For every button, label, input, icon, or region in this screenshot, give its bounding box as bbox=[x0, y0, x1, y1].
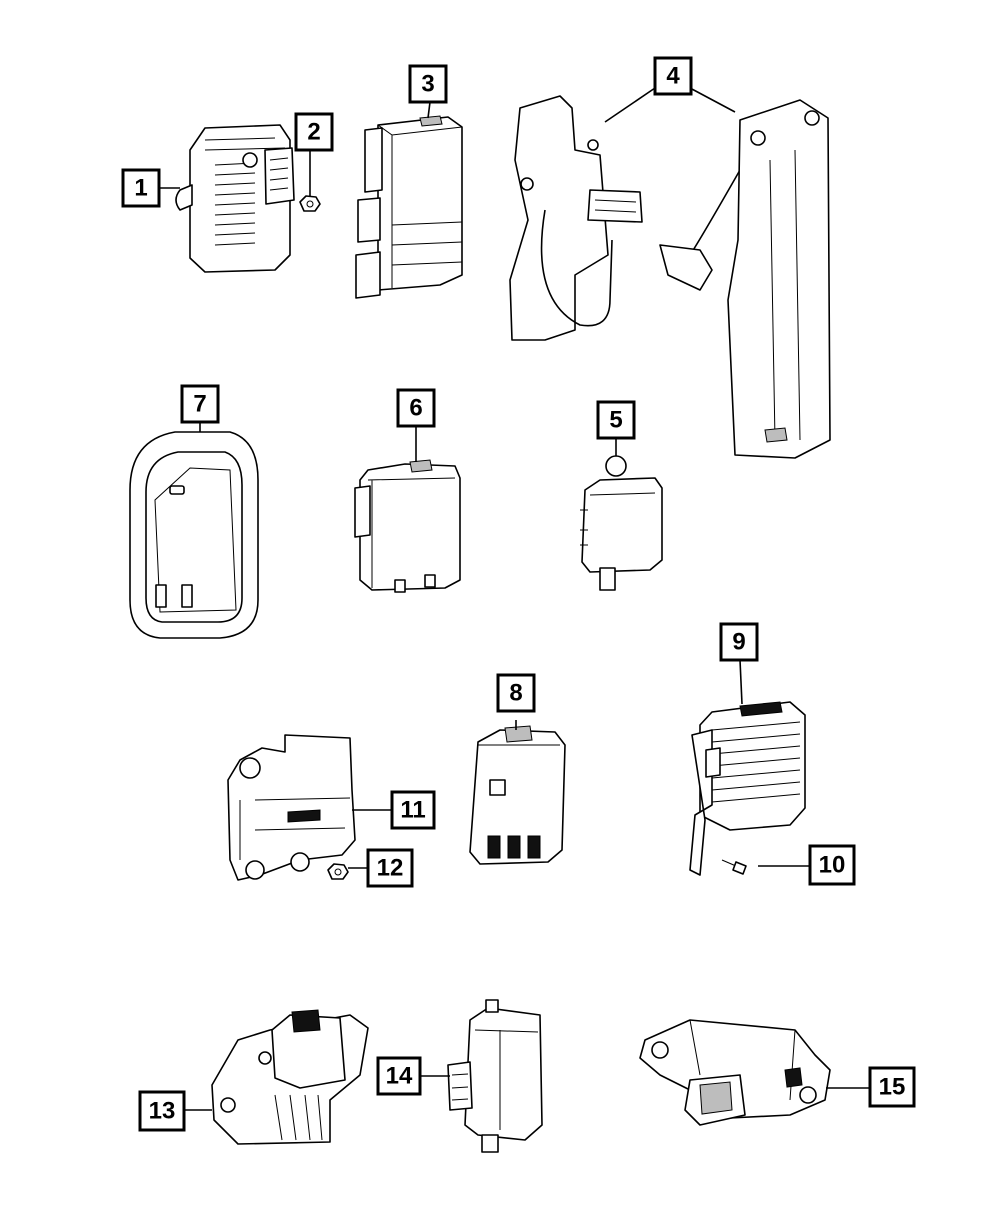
part-15-module bbox=[639, 1019, 831, 1126]
callout-1: 1 bbox=[121, 168, 161, 208]
callout-12: 12 bbox=[366, 848, 414, 888]
callout-4-label: 4 bbox=[666, 63, 680, 90]
callout-10: 10 bbox=[808, 844, 856, 886]
callout-3-label: 3 bbox=[421, 71, 434, 98]
part-12-nut bbox=[327, 863, 349, 880]
callout-11-label: 11 bbox=[400, 797, 425, 824]
callout-7: 7 bbox=[180, 384, 220, 424]
callout-14: 14 bbox=[376, 1056, 422, 1096]
part-11-module bbox=[227, 734, 356, 881]
leader-lines bbox=[160, 87, 870, 1111]
part-1-module bbox=[175, 124, 295, 273]
callout-2-label: 2 bbox=[307, 119, 320, 146]
callout-2: 2 bbox=[294, 112, 334, 152]
callout-1-label: 1 bbox=[134, 175, 147, 202]
part-8-module bbox=[469, 725, 566, 865]
callout-9: 9 bbox=[719, 622, 759, 662]
part-14-module bbox=[447, 999, 543, 1153]
callout-8-label: 8 bbox=[509, 680, 522, 707]
part-2-nut bbox=[299, 195, 321, 212]
callout-3: 3 bbox=[408, 64, 448, 104]
callout-12-label: 12 bbox=[377, 855, 404, 882]
part-4-bracket-assembly bbox=[509, 95, 831, 459]
part-7-bezel bbox=[129, 431, 259, 639]
part-3-module bbox=[355, 115, 463, 299]
callout-7-label: 7 bbox=[193, 391, 206, 418]
part-6-module bbox=[354, 459, 461, 593]
part-13-bracket-module bbox=[211, 1009, 369, 1145]
callout-13: 13 bbox=[138, 1090, 186, 1132]
callout-15: 15 bbox=[868, 1066, 916, 1108]
part-9-finned-module bbox=[689, 701, 806, 876]
part-5-module bbox=[580, 455, 663, 591]
callout-13-label: 13 bbox=[149, 1098, 176, 1125]
callout-6-label: 6 bbox=[409, 395, 422, 422]
callout-9-label: 9 bbox=[732, 629, 745, 656]
callout-10-label: 10 bbox=[819, 852, 846, 879]
callout-11: 11 bbox=[390, 790, 436, 830]
callout-15-label: 15 bbox=[879, 1074, 906, 1101]
callout-6: 6 bbox=[396, 388, 436, 428]
part-10-screw bbox=[721, 859, 747, 875]
callout-8: 8 bbox=[496, 673, 536, 713]
callout-4: 4 bbox=[653, 56, 693, 96]
callout-5-label: 5 bbox=[609, 407, 622, 434]
callout-14-label: 14 bbox=[386, 1063, 413, 1090]
callout-5: 5 bbox=[596, 400, 636, 440]
